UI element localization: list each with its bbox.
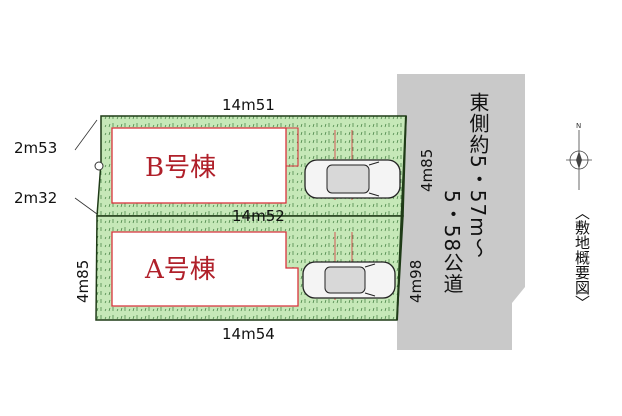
building-b-label: B号棟 xyxy=(145,153,216,183)
compass-rose-icon xyxy=(566,130,592,190)
road-label-2: 5・58公道 xyxy=(440,190,464,294)
dim-middle-width: 14m52 xyxy=(232,207,285,225)
dim-b-depth: 4m85 xyxy=(418,149,436,192)
building-b-footprint xyxy=(111,127,287,204)
dim-a-depth-right: 4m98 xyxy=(407,260,425,303)
dim-top-width: 14m51 xyxy=(222,96,275,114)
building-b-setback xyxy=(286,127,299,167)
car-icon xyxy=(302,261,396,299)
car-icon xyxy=(304,159,401,199)
lot-east-boundary xyxy=(396,115,407,321)
building-a-footprint xyxy=(111,231,299,307)
building-a-label: A号棟 xyxy=(144,255,216,285)
leader-line xyxy=(74,197,98,215)
leader-line xyxy=(74,119,98,151)
dim-left-upper: 2m53 xyxy=(14,139,57,157)
dim-left-lower: 2m32 xyxy=(14,189,57,207)
dim-bottom-width: 14m54 xyxy=(222,325,275,343)
site-overview-label: 〈敷地概要図〉 xyxy=(573,205,591,310)
dim-a-depth-left: 4m85 xyxy=(74,260,92,303)
boundary-point xyxy=(94,161,104,171)
compass-north-label: N xyxy=(576,122,581,130)
road-label-1: 東側約5・57m～ xyxy=(466,92,490,259)
road xyxy=(397,74,525,350)
